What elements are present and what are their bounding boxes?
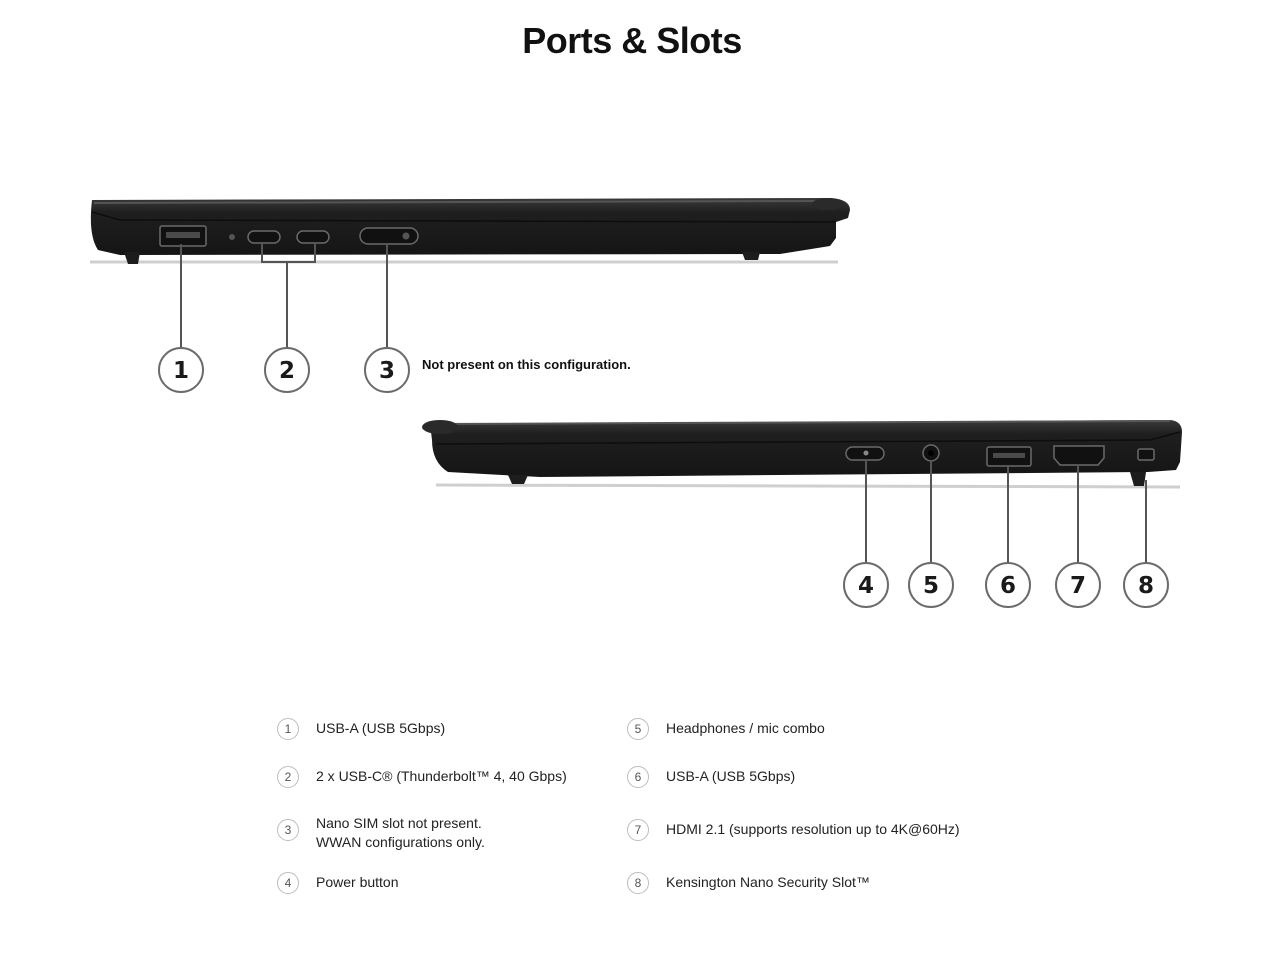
sim-slot — [359, 227, 419, 245]
legend-number: 8 — [627, 872, 649, 894]
legend-item-8: 8 Kensington Nano Security Slot™ — [627, 872, 870, 894]
legend-number: 5 — [627, 718, 649, 740]
callout-6: 6 — [985, 562, 1031, 608]
legend-item-1: 1 USB-A (USB 5Gbps) — [277, 718, 445, 740]
callout-2: 2 — [264, 347, 310, 393]
legend-number: 3 — [277, 819, 299, 841]
usb-c-port-1 — [247, 230, 281, 244]
callout-8: 8 — [1123, 562, 1169, 608]
laptop-left-side — [90, 198, 851, 264]
legend-item-6: 6 USB-A (USB 5Gbps) — [627, 766, 795, 788]
usb-c-port-2 — [296, 230, 330, 244]
legend-number: 4 — [277, 872, 299, 894]
legend-number: 1 — [277, 718, 299, 740]
laptop-right-side — [422, 420, 1182, 489]
legend-item-3: 3 Nano SIM slot not present. WWAN config… — [277, 813, 485, 852]
callout-4-label: 4 — [858, 573, 874, 599]
legend-text: Nano SIM slot not present. — [316, 815, 482, 831]
legend-text: USB-A (USB 5Gbps) — [666, 768, 796, 784]
legend-text: Headphones / mic combo — [666, 720, 825, 736]
callout-3-label: 3 — [379, 358, 395, 384]
callout-3-note: Not present on this configuration. — [422, 357, 631, 372]
callout-2-label: 2 — [279, 358, 295, 384]
callout-5: 5 — [908, 562, 954, 608]
callout-5-label: 5 — [923, 573, 939, 599]
callout-7: 7 — [1055, 562, 1101, 608]
legend-item-2: 2 2 x USB-C® (Thunderbolt™ 4, 40 Gbps) — [277, 766, 567, 788]
callout-4: 4 — [843, 562, 889, 608]
legend-item-7: 7 HDMI 2.1 (supports resolution up to 4K… — [627, 819, 960, 841]
legend-text: Kensington Nano Security Slot™ — [666, 874, 870, 890]
callout-3: 3 — [364, 347, 410, 393]
kensington-slot — [1137, 448, 1155, 461]
legend-text: 2 x USB-C® (Thunderbolt™ 4, 40 Gbps) — [316, 768, 567, 784]
legend-item-4: 4 Power button — [277, 872, 399, 894]
callout-1-label: 1 — [173, 358, 189, 384]
legend-number: 6 — [627, 766, 649, 788]
leader-lines — [180, 243, 1147, 564]
callout-7-label: 7 — [1070, 573, 1086, 599]
legend-text: HDMI 2.1 (supports resolution up to 4K@6… — [666, 821, 960, 837]
callout-1: 1 — [158, 347, 204, 393]
callout-6-label: 6 — [1000, 573, 1016, 599]
legend-text: WWAN configurations only. — [316, 834, 485, 850]
hdmi-port — [1053, 445, 1105, 466]
legend-text: Power button — [316, 874, 399, 890]
legend-number: 2 — [277, 766, 299, 788]
legend-text: USB-A (USB 5Gbps) — [316, 720, 446, 736]
legend-number: 7 — [627, 819, 649, 841]
callout-8-label: 8 — [1138, 573, 1154, 599]
page-title: Ports & Slots — [522, 20, 742, 61]
legend-item-5: 5 Headphones / mic combo — [627, 718, 825, 740]
